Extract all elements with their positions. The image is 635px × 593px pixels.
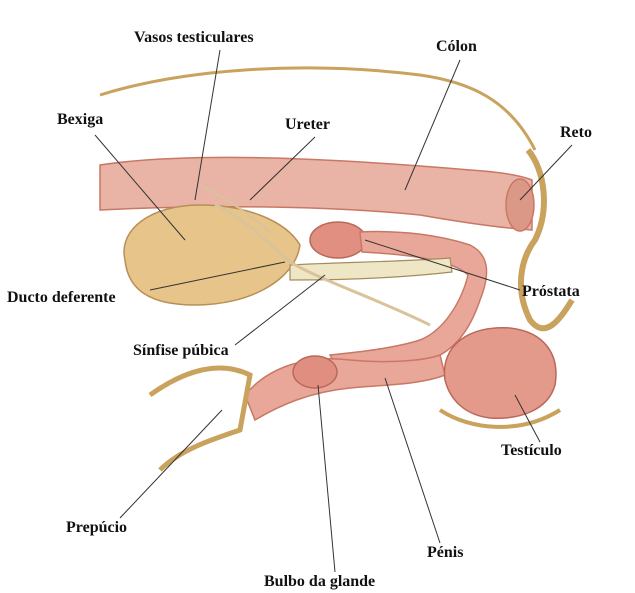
label-bexiga: Bexiga [57, 112, 103, 128]
bulbus-glandis-shape [293, 356, 337, 388]
label-ureter: Ureter [285, 117, 330, 133]
label-penis: Pénis [427, 545, 463, 561]
label-bulbo-da-glande: Bulbo da glande [264, 574, 375, 590]
label-reto: Reto [560, 125, 592, 141]
prepuce-shape [150, 368, 250, 470]
pubic-bone [290, 258, 452, 280]
label-sinfise-pubica: Sínfise púbica [133, 343, 229, 359]
label-ducto-deferente: Ducto deferente [7, 290, 116, 306]
label-vasos-testiculares: Vasos testiculares [134, 30, 254, 46]
label-prepucio: Prepúcio [66, 520, 127, 536]
label-testiculo: Testículo [501, 443, 562, 459]
leader-penis [385, 378, 440, 543]
label-prostata: Próstata [522, 284, 580, 300]
rectum-end [506, 179, 534, 231]
label-colon: Cólon [436, 39, 477, 55]
rear-fur [521, 150, 572, 328]
testicle-shape [444, 328, 555, 419]
leader-bulbo [318, 385, 335, 572]
leader-lines [95, 50, 572, 572]
leader-prepucio [120, 410, 222, 518]
penis-shape [245, 355, 445, 420]
body-contour-top [100, 68, 535, 150]
prostate-shape [310, 222, 366, 258]
